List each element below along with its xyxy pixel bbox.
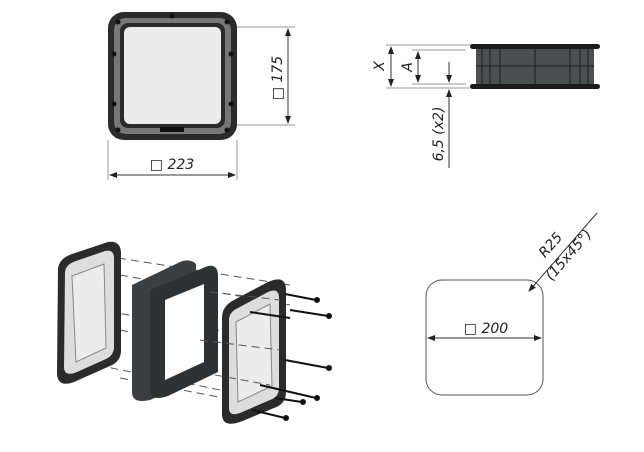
x-dimension: X bbox=[372, 61, 388, 72]
screw-holes bbox=[111, 13, 234, 133]
glass-pane bbox=[124, 27, 221, 124]
side-view bbox=[470, 44, 600, 89]
front-view-frame bbox=[108, 12, 237, 140]
exploded-view bbox=[57, 241, 332, 424]
width-dimension: □ 223 bbox=[150, 157, 194, 173]
cutout-outline bbox=[425, 279, 544, 396]
a-dimension: A bbox=[400, 62, 416, 73]
height-dimension: □ 175 bbox=[270, 56, 286, 100]
flange-dimension: 6,5 (x2) bbox=[431, 107, 447, 162]
screws bbox=[249, 293, 332, 421]
cutout-size-dimension: □ 200 bbox=[464, 321, 508, 337]
